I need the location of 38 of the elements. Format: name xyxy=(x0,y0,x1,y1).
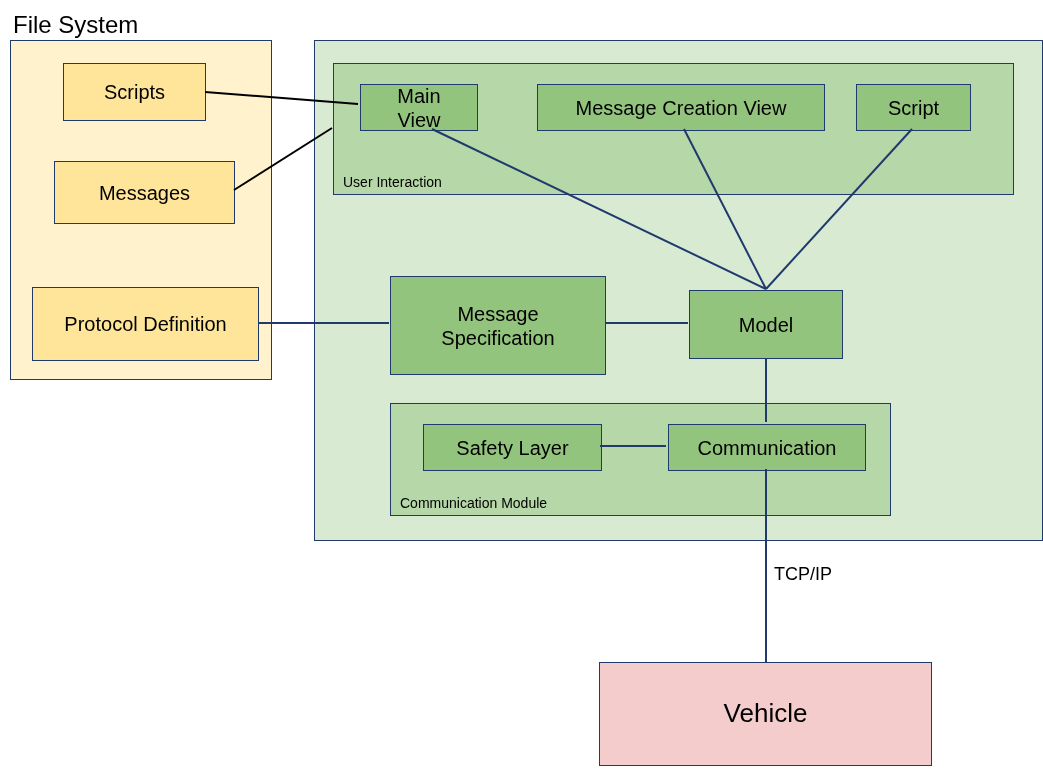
connector-line xyxy=(431,128,767,290)
connector-line xyxy=(765,468,767,663)
group-box xyxy=(390,403,891,516)
component-label: Model xyxy=(738,312,794,337)
connector-line xyxy=(683,128,767,290)
component-label: Safety Layer xyxy=(456,435,569,460)
connector-line xyxy=(604,322,689,324)
component-box xyxy=(54,161,235,224)
component-box xyxy=(689,290,843,359)
component-label: Messages xyxy=(98,180,191,205)
connector-line xyxy=(765,128,913,290)
connector-line xyxy=(599,445,667,447)
connector-line xyxy=(233,127,333,191)
component-label: Script xyxy=(887,95,940,120)
component-box xyxy=(360,84,478,131)
component-box xyxy=(537,84,825,131)
component-box xyxy=(856,84,971,131)
component-label: Protocol Definition xyxy=(64,312,227,336)
container-box xyxy=(314,40,1043,541)
group-label: Communication Module xyxy=(400,495,548,511)
component-box xyxy=(390,276,606,375)
component-box xyxy=(599,662,932,766)
component-box xyxy=(668,424,866,471)
component-label: Message Specification xyxy=(440,301,556,350)
connector-line xyxy=(204,91,359,105)
component-label: Message Creation View xyxy=(575,95,787,120)
component-label: Communication xyxy=(697,435,837,460)
group-label: File System xyxy=(13,11,139,39)
component-label: Scripts xyxy=(103,80,166,104)
component-box xyxy=(423,424,602,471)
connector-line xyxy=(257,322,390,324)
group-label: User Interaction xyxy=(343,174,442,190)
connector-line xyxy=(765,357,767,423)
component-box xyxy=(63,63,206,121)
component-label: Vehicle xyxy=(723,698,808,730)
component-box xyxy=(32,287,259,361)
component-label: Main View xyxy=(396,83,442,132)
group-box xyxy=(333,63,1014,195)
